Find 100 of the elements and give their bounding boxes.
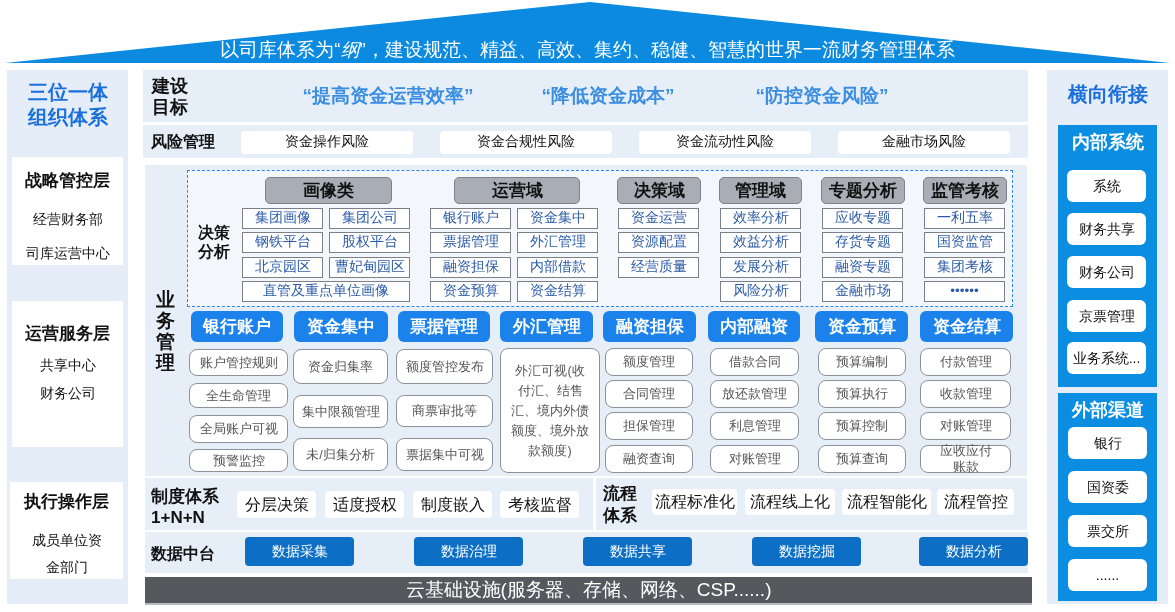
module-item: 预算控制 bbox=[818, 412, 906, 440]
function-cell: 钢铁平台 bbox=[242, 232, 323, 253]
group-panel bbox=[1058, 125, 1157, 387]
module-item: 预算执行 bbox=[818, 380, 906, 408]
module-item: 预警监控 bbox=[189, 449, 288, 472]
process-tag: 流程线上化 bbox=[745, 489, 835, 515]
layer-member: 司库运营中心 bbox=[25, 244, 110, 263]
risk-tag: 资金操作风险 bbox=[241, 131, 413, 154]
risk-tag: 资金合规性风险 bbox=[440, 131, 612, 154]
panel-title: 横向衔接 bbox=[1067, 82, 1148, 107]
function-cell: 集团考核 bbox=[924, 257, 1005, 278]
section-panel bbox=[143, 70, 1028, 122]
section-label: 建设目标 bbox=[152, 76, 188, 118]
layer-heading: 战略管控层 bbox=[25, 170, 110, 192]
system-tag: 票交所 bbox=[1068, 515, 1147, 547]
module-item: 担保管理 bbox=[605, 412, 693, 440]
layer-card bbox=[10, 482, 123, 579]
side-panel bbox=[7, 70, 128, 604]
section-label: 业务管理 bbox=[156, 290, 175, 374]
group-panel bbox=[1058, 393, 1157, 601]
function-cell: •••••• bbox=[924, 281, 1005, 302]
function-cell: 外汇管理 bbox=[517, 232, 598, 253]
module-header: 内部融资 bbox=[708, 311, 800, 342]
goal-text: “防控资金风险” bbox=[755, 84, 889, 108]
system-tag: ...... bbox=[1068, 559, 1147, 591]
function-cell: 集团画像 bbox=[242, 208, 323, 229]
module-item: 资金归集率 bbox=[293, 349, 388, 384]
function-cell: 直管及重点单位画像 bbox=[242, 281, 410, 302]
module-item: 商票审批等 bbox=[396, 395, 493, 427]
module-item: 集中限额管理 bbox=[293, 395, 388, 428]
policy-tag: 制度嵌入 bbox=[413, 491, 492, 518]
module-item: 合同管理 bbox=[605, 380, 693, 408]
function-cell: 资源配置 bbox=[618, 232, 699, 253]
module-item: 全生命管理 bbox=[189, 383, 288, 408]
module-item: 付款管理 bbox=[920, 348, 1011, 376]
policy-tag: 考核监督 bbox=[500, 491, 579, 518]
module-item: 账户管控规则 bbox=[189, 349, 288, 376]
module-item: 对账管理 bbox=[920, 412, 1011, 440]
module-header: 资金预算 bbox=[815, 311, 908, 342]
function-cell: 效益分析 bbox=[720, 232, 801, 253]
section-panel bbox=[596, 478, 1027, 530]
function-cell: 经营质量 bbox=[618, 257, 699, 278]
system-tag: 京票管理 bbox=[1067, 300, 1146, 332]
module-item: 额度管理 bbox=[605, 348, 693, 376]
data-tag: 数据采集 bbox=[245, 537, 354, 566]
domain-header: 监管考核 bbox=[923, 177, 1007, 204]
system-tag: 业务系统... bbox=[1067, 342, 1146, 374]
module-item: 收款管理 bbox=[920, 380, 1011, 408]
module-header: 资金集中 bbox=[294, 311, 388, 342]
module-header: 银行账户 bbox=[191, 311, 283, 342]
function-cell: 发展分析 bbox=[720, 257, 801, 278]
module-header: 外汇管理 bbox=[500, 311, 593, 342]
function-cell: 应收专题 bbox=[822, 208, 903, 229]
process-tag: 流程标准化 bbox=[652, 489, 737, 515]
function-cell: 风险分析 bbox=[720, 281, 801, 302]
module-item: 对账管理 bbox=[710, 445, 799, 473]
data-tag: 数据治理 bbox=[414, 537, 523, 566]
section-label: 制度体系 bbox=[151, 486, 219, 507]
layer-member: 成员单位资金部门 bbox=[30, 531, 103, 577]
function-cell: 银行账户 bbox=[430, 208, 511, 229]
layer-card bbox=[12, 301, 123, 447]
function-cell: 存货专题 bbox=[822, 232, 903, 253]
section-panel bbox=[145, 478, 593, 530]
layer-member: 财务公司 bbox=[39, 384, 96, 403]
layer-heading: 执行操作层 bbox=[24, 491, 109, 513]
function-cell: 资金集中 bbox=[517, 208, 598, 229]
domain-header: 运营域 bbox=[454, 177, 580, 204]
function-cell: 资金运营 bbox=[618, 208, 699, 229]
section-label: 流程体系 bbox=[603, 483, 637, 527]
panel-title: 三位一体组织体系 bbox=[27, 80, 108, 130]
system-tag: 财务共享 bbox=[1067, 213, 1146, 245]
goal-text: “降低资金成本” bbox=[541, 84, 675, 108]
layer-heading: 运营服务层 bbox=[25, 323, 110, 345]
section-label: 1+N+N bbox=[151, 507, 206, 528]
module-item: 票据集中可视 bbox=[396, 438, 493, 471]
layer-member: 共享中心 bbox=[39, 356, 96, 375]
system-tag: 财务公司 bbox=[1067, 256, 1146, 288]
module-header: 资金结算 bbox=[920, 311, 1013, 342]
banner-title: 以司库体系为“纲”，建设规范、精益、高效、集约、稳健、智慧的世界一流财务管理体系 bbox=[220, 38, 955, 62]
data-tag: 数据挖掘 bbox=[752, 537, 861, 566]
layer-member: 经营财务部 bbox=[32, 210, 103, 229]
process-tag: 流程智能化 bbox=[842, 489, 931, 515]
module-header: 融资担保 bbox=[603, 311, 696, 342]
function-cell: 股权平台 bbox=[329, 232, 410, 253]
dashed-panel bbox=[187, 170, 1013, 307]
domain-header: 画像类 bbox=[265, 177, 392, 204]
function-cell: 资金预算 bbox=[430, 281, 511, 302]
domain-header: 决策域 bbox=[617, 177, 701, 204]
domain-header: 管理域 bbox=[719, 177, 802, 204]
system-tag: 国资委 bbox=[1068, 471, 1147, 503]
module-item: 应收应付账款 bbox=[920, 445, 1011, 473]
function-cell: 金融市场 bbox=[822, 281, 903, 302]
module-item: 利息管理 bbox=[710, 412, 799, 440]
group-heading: 内部系统 bbox=[1071, 131, 1144, 153]
module-item: 预算查询 bbox=[818, 445, 906, 473]
module-item: 未/归集分析 bbox=[293, 438, 388, 471]
module-item: 融资查询 bbox=[605, 445, 693, 473]
policy-tag: 分层决策 bbox=[237, 491, 316, 518]
module-item: 外汇可视(收付汇、结售汇、境内外债额度、境外放款额度) bbox=[500, 348, 600, 473]
function-cell: 一利五率 bbox=[924, 208, 1005, 229]
